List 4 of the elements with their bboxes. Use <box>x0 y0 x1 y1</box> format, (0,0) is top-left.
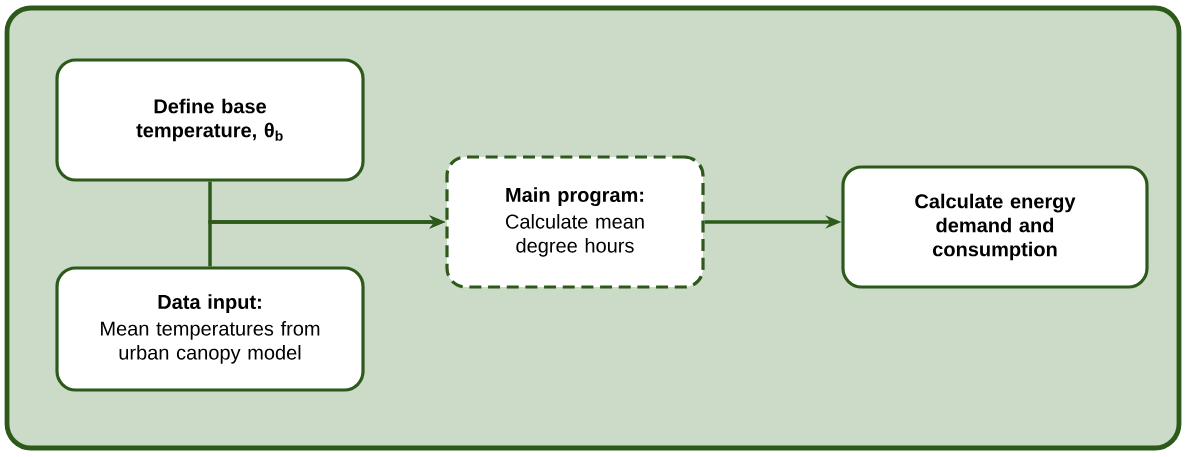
process-box: Define base temperature, θ$_{b}$ <box>55 58 365 182</box>
dashed-process-box: Main program: Calculate mean degree hours <box>445 155 705 289</box>
process-box: Data input: Mean temperatures from urban canopy model <box>55 266 365 392</box>
process-box: Calculate energy demand and consumption <box>841 165 1149 289</box>
